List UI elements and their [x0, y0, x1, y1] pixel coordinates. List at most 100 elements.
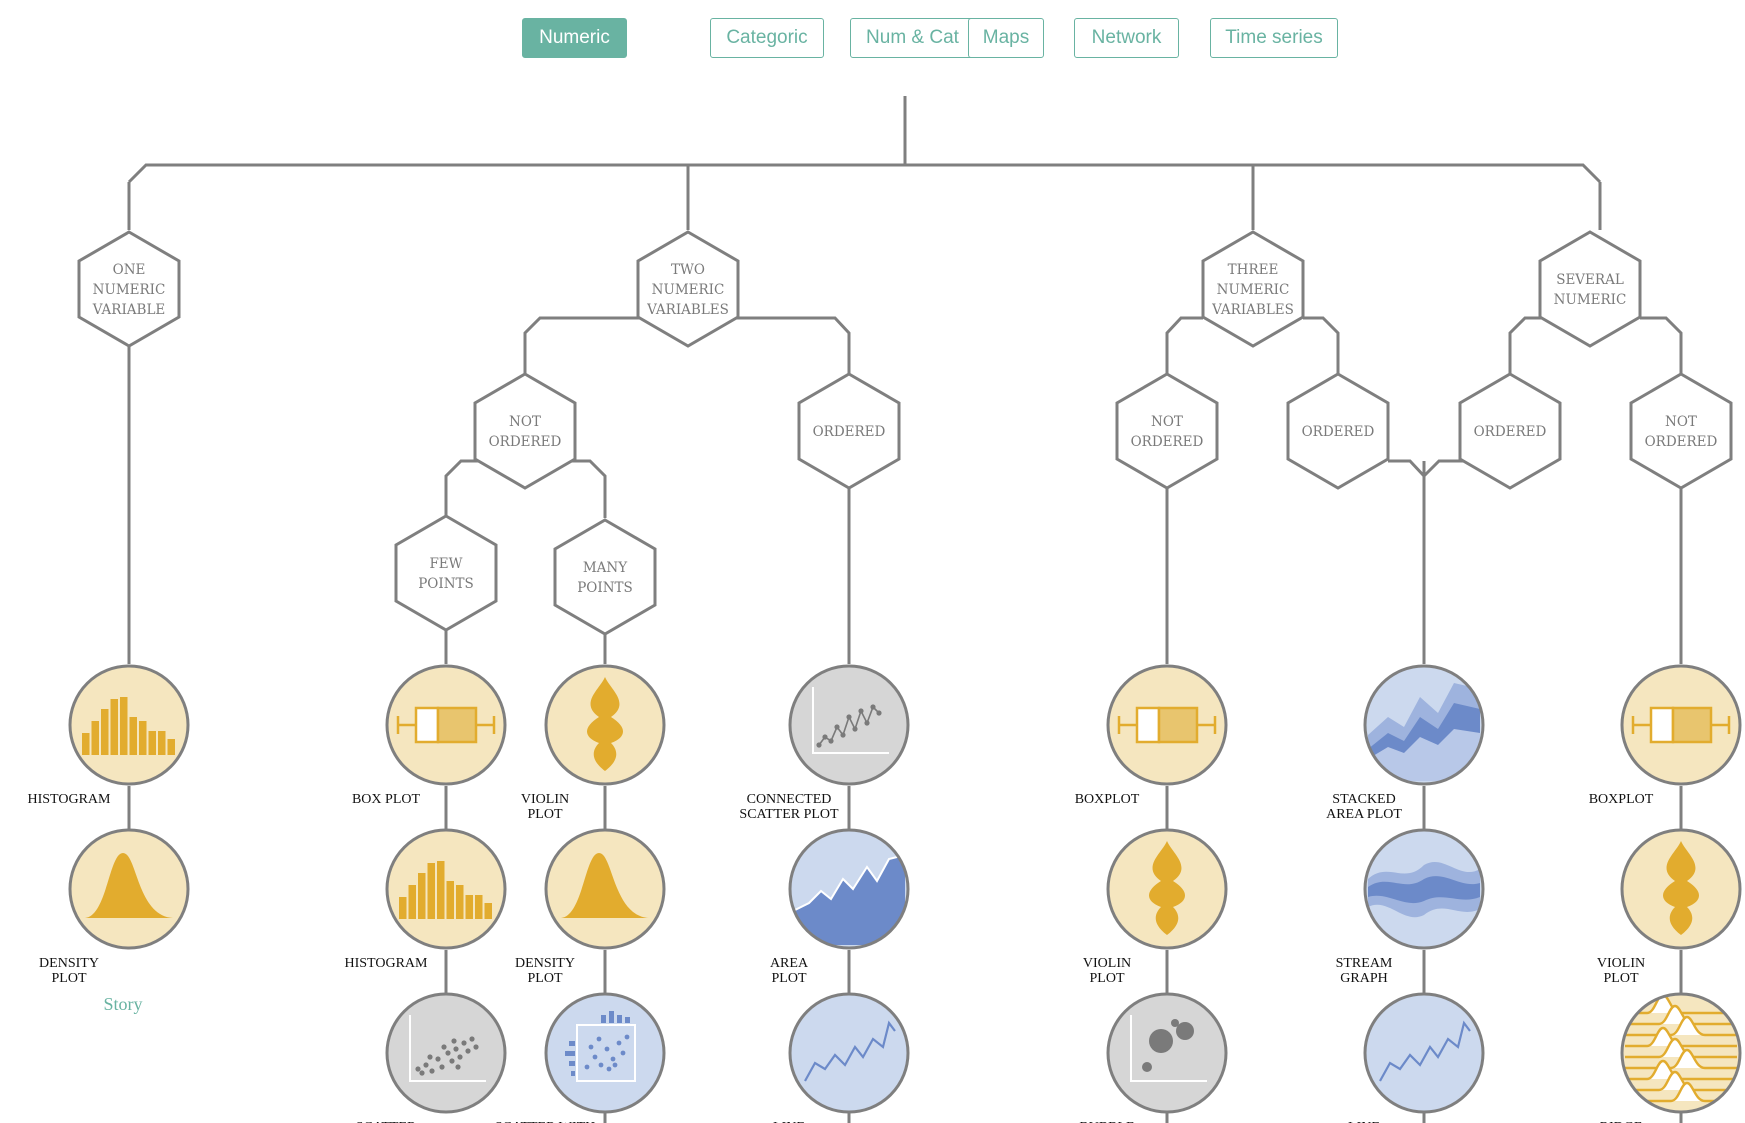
tab-num-cat[interactable]: Num & Cat	[850, 18, 975, 58]
leaf-label-line: VIOLIN	[1597, 956, 1645, 971]
leaf-label-line: PLOT	[528, 971, 563, 986]
violin-icon	[1149, 841, 1185, 935]
leaf-label-line: VIOLIN	[1083, 956, 1131, 971]
tab-network[interactable]: Network	[1074, 18, 1179, 58]
leaf-histogram-c2-r2[interactable]: HISTOGRAM	[345, 828, 507, 971]
leaf-label-line: BUBBLE	[1079, 1120, 1134, 1123]
line-icon	[1379, 1020, 1471, 1082]
hex-node-several-numeric: SEVERAL NUMERIC	[1538, 230, 1642, 348]
hex-label-line: FEW	[429, 556, 462, 572]
leaf-label-line: BOXPLOT	[1075, 792, 1140, 807]
leaf-scatter-marginal-c3-r3[interactable]: SCATTER WITH	[495, 992, 666, 1123]
boxplot-icon	[396, 706, 496, 744]
violin-icon	[587, 677, 623, 771]
tab-maps[interactable]: Maps	[968, 18, 1044, 58]
tab-numeric[interactable]: Numeric	[522, 18, 627, 58]
stacked-area-icon	[1368, 683, 1480, 781]
hex-label-line: VARIABLES	[646, 302, 729, 318]
leaf-label-line: PLOT	[528, 807, 563, 822]
leaf-label-line: CONNECTED	[747, 792, 832, 807]
leaf-boxplot-c7-r1[interactable]: BOXPLOT	[1589, 664, 1742, 807]
histogram-icon	[399, 861, 492, 919]
leaf-label-line: PLOT	[1090, 971, 1125, 986]
hex-node-one-numeric: ONE NUMERIC VARIABLE	[77, 230, 181, 348]
leaf-label-line: SCATTER	[356, 1120, 417, 1123]
hex-label-line: ORDERED	[1131, 434, 1204, 450]
density-icon	[561, 853, 649, 918]
leaf-label-line: HISTOGRAM	[28, 792, 112, 807]
tab-time-series[interactable]: Time series	[1210, 18, 1338, 58]
leaf-scatter-c2-r3[interactable]: SCATTER	[356, 992, 507, 1123]
scatter-marginal-icon	[565, 1011, 636, 1082]
hex-label-line: POINTS	[577, 580, 633, 596]
hex-label-line: NUMERIC	[652, 282, 725, 298]
hex-node-two-numeric: TWO NUMERIC VARIABLES	[636, 230, 740, 348]
streamgraph-icon	[1368, 861, 1480, 918]
leaf-label-line: LINE	[1348, 1120, 1380, 1123]
histogram-icon	[82, 697, 175, 755]
hex-label-line: SEVERAL	[1556, 272, 1624, 288]
leaf-label-line: AREA	[770, 956, 809, 971]
density-icon	[85, 853, 173, 918]
story-link[interactable]: Story	[103, 994, 142, 1014]
hex-node-several-not-ordered: NOT ORDERED	[1629, 372, 1733, 490]
hex-label-line: NOT	[1151, 414, 1183, 430]
hex-label-line: ORDERED	[813, 424, 886, 440]
leaf-label-line: PLOT	[772, 971, 807, 986]
hex-node-three-ordered: ORDERED	[1286, 372, 1390, 490]
connector-lines	[127, 96, 1683, 1123]
hex-label-line: ORDERED	[489, 434, 562, 450]
leaf-label-line: AREA PLOT	[1326, 807, 1402, 822]
bubble-icon	[1130, 1015, 1207, 1082]
boxplot-icon	[1631, 706, 1731, 744]
leaf-boxplot-c5-r1[interactable]: BOXPLOT	[1075, 664, 1228, 807]
leaf-label-line: BOXPLOT	[1589, 792, 1654, 807]
leaf-boxplot-c2-r1[interactable]: BOX PLOT	[352, 664, 507, 807]
leaf-line-c6-r3[interactable]: LINE	[1348, 992, 1485, 1123]
leaf-line-c4-r3[interactable]: LINE	[773, 992, 910, 1123]
hex-label-line: NOT	[1665, 414, 1697, 430]
leaf-ridgeline-c7-r3[interactable]: RIDGE	[1600, 992, 1742, 1123]
hex-label-line: TWO	[671, 262, 705, 278]
hex-label-line: MANY	[583, 560, 628, 576]
tab-categoric[interactable]: Categoric	[710, 18, 824, 58]
leaf-label-line: HISTOGRAM	[345, 956, 429, 971]
leaf-histogram-c1-r1[interactable]: HISTOGRAM	[28, 664, 190, 807]
leaf-label-line: STREAM	[1336, 956, 1393, 971]
hex-label-line: VARIABLE	[92, 302, 166, 318]
hex-label-line: NUMERIC	[93, 282, 166, 298]
leaf-label-line: STACKED	[1332, 792, 1395, 807]
hex-label-line: ORDERED	[1645, 434, 1718, 450]
hex-label-line: ORDERED	[1474, 424, 1547, 440]
leaf-label-line: BOX PLOT	[352, 792, 421, 807]
connected-scatter-icon	[812, 687, 889, 754]
hex-node-few-points: FEW POINTS	[394, 514, 498, 632]
violin-icon	[1663, 841, 1699, 935]
hex-label-line: POINTS	[418, 576, 474, 592]
leaf-bubble-c5-r3[interactable]: BUBBLE	[1079, 992, 1228, 1123]
leaf-label-line: SCATTER WITH	[495, 1120, 595, 1123]
leaf-label-line: DENSITY	[515, 956, 575, 971]
hex-label-line: THREE	[1228, 262, 1279, 278]
leaf-label-line: LINE	[773, 1120, 805, 1123]
hex-label-line: ONE	[113, 262, 146, 278]
hex-label-line: NUMERIC	[1554, 292, 1627, 308]
leaf-label-line: SCATTER PLOT	[739, 807, 839, 822]
ridgeline-icon	[1625, 995, 1737, 1103]
scatter-icon	[409, 1015, 486, 1082]
hex-label-line: VARIABLES	[1211, 302, 1294, 318]
hex-node-two-ordered: ORDERED	[797, 372, 901, 490]
